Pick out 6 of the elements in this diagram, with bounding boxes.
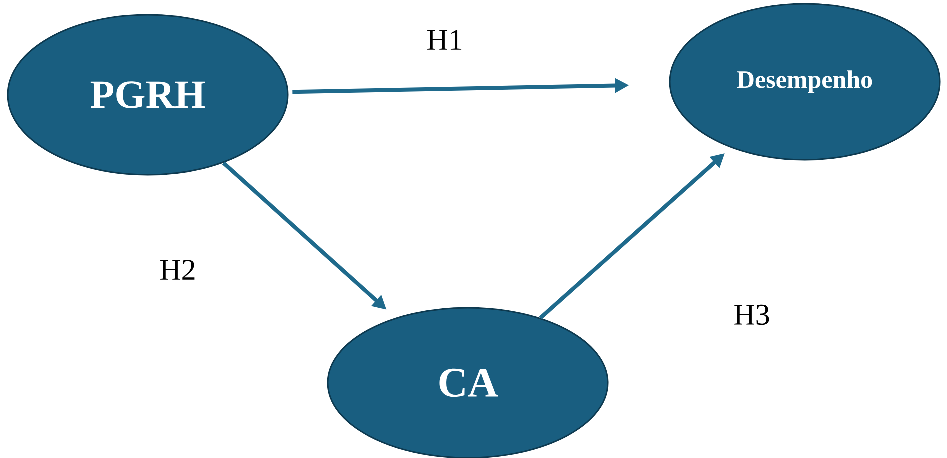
edge-label: H2 <box>160 260 195 280</box>
ellipse-node: PGRH <box>7 14 289 176</box>
edge-label: H1 <box>428 30 462 50</box>
edge-label: H3 <box>734 304 770 326</box>
ellipse-node: CA <box>327 307 609 458</box>
ellipse-node: Desempenho <box>669 3 941 161</box>
